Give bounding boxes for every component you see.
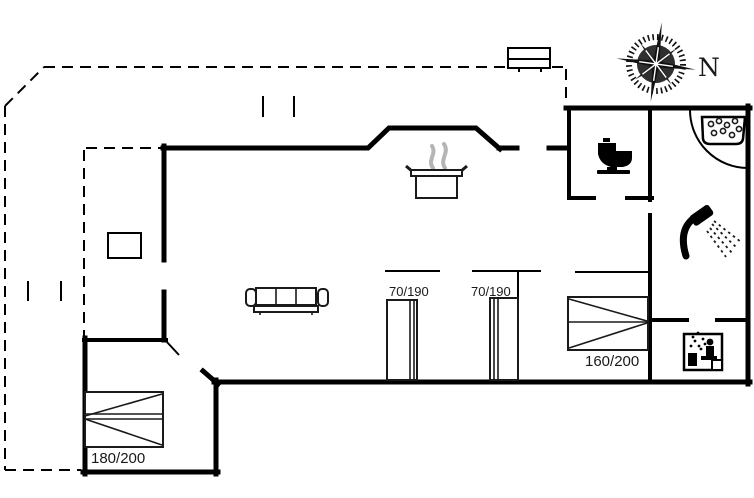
bed-single-right-label: 70/190 (471, 284, 511, 299)
bed-double-left: 180/200 (84, 391, 164, 467)
planter-icon (107, 232, 142, 259)
terrace-outline (4, 66, 567, 471)
terrace-tick-marks-left (27, 281, 62, 301)
bed-single-left: 70/190 (386, 284, 429, 381)
grill-icon (507, 47, 551, 72)
stove-pot-icon (405, 142, 468, 199)
bed-single-left-label: 70/190 (389, 284, 429, 299)
bed-single-right: 70/190 (471, 284, 519, 381)
sauna-icon (682, 331, 724, 372)
terrace-corner-diagonal (4, 66, 45, 107)
terrace-tick-marks-top (262, 96, 295, 117)
compass-north-label: N (698, 53, 720, 82)
bed-double-right: 160/200 (567, 296, 649, 370)
toilet-icon (597, 138, 632, 174)
compass-rose-icon: N (616, 22, 720, 102)
bed-double-right-label: 160/200 (585, 353, 639, 370)
bed-double-left-label: 180/200 (91, 450, 145, 467)
shower-icon (679, 204, 742, 260)
bedroom-door-leaf (165, 340, 180, 356)
whirlpool-icon (700, 115, 747, 146)
sofa-icon (245, 287, 329, 315)
door-swing-arc (689, 109, 749, 169)
exterior-walls (80, 103, 753, 477)
living-room-top-wall (160, 125, 504, 153)
